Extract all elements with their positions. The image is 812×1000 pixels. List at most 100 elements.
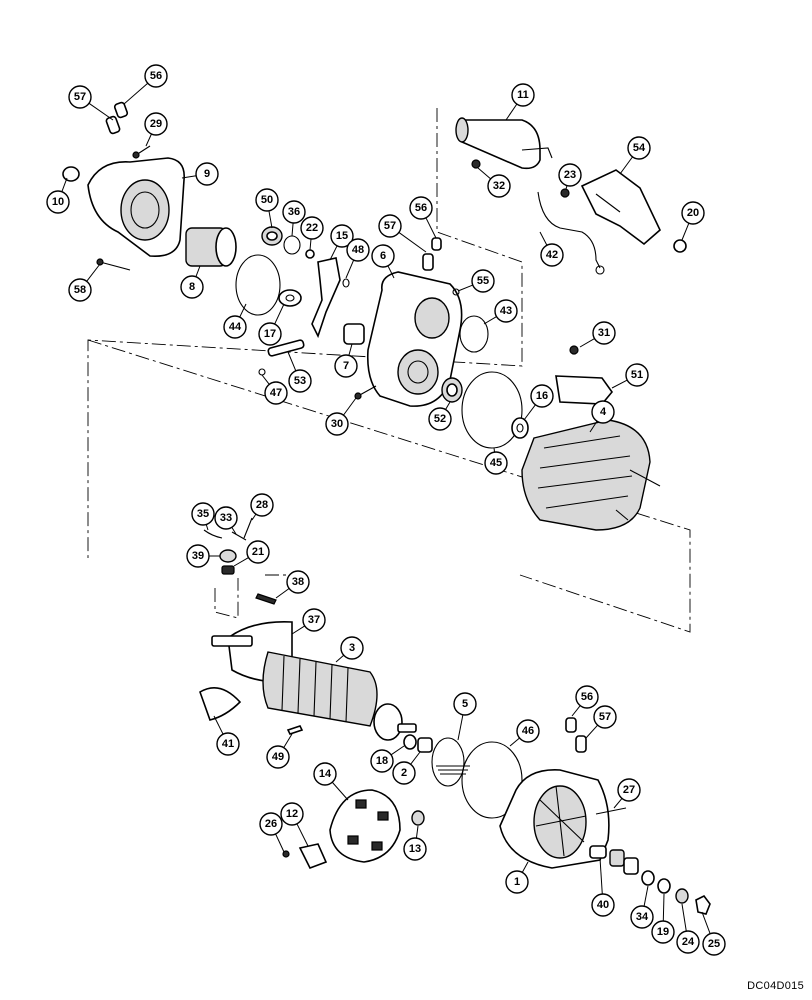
callout-circle-25 (702, 932, 726, 956)
brush-holder-14-brush-a (355, 799, 367, 809)
intermediate-housing-bore-lower-inner (407, 360, 429, 384)
callout-leader-30 (343, 397, 357, 416)
callout-label-39: 39 (192, 550, 204, 562)
drive-pinion-8-face (215, 227, 237, 267)
callout-leader-56 (123, 82, 149, 105)
callout-leader-56 (571, 705, 581, 717)
callout-label-1: 1 (514, 876, 520, 888)
callout-leader-31 (579, 338, 595, 348)
cable-42-part (537, 191, 601, 269)
screw-29-head (132, 151, 140, 159)
callout-circle-10 (46, 190, 70, 214)
armature-3-slots (281, 655, 349, 723)
clip-22-part (305, 249, 315, 259)
callout-label-54: 54 (633, 142, 646, 154)
callout-leader-47 (261, 374, 270, 385)
callout-leader-4 (589, 420, 598, 433)
callout-label-20: 20 (687, 207, 699, 219)
callout-label-57: 57 (599, 711, 611, 723)
cover-54-detail (595, 193, 621, 213)
callout-leader-40 (599, 857, 603, 895)
washer-19-part (657, 878, 671, 894)
callout-label-10: 10 (52, 196, 64, 208)
callout-leader-36 (291, 222, 294, 237)
screw-32-part (471, 159, 481, 169)
oring-46-part (461, 741, 523, 819)
plug-10-part (62, 166, 80, 182)
callout-label-6: 6 (380, 250, 386, 262)
callout-circle-52 (428, 407, 452, 431)
group-outline-diagonal (87, 339, 691, 633)
nut-13-part (411, 810, 425, 826)
callout-leader-12 (296, 823, 309, 847)
callout-leader-34 (643, 885, 649, 907)
callout-circle-27 (617, 778, 641, 802)
callout-circle-56 (144, 64, 168, 88)
brake-5-spring (436, 765, 470, 775)
callout-leader-28 (251, 513, 257, 521)
bearing-52-bore (446, 383, 458, 397)
nut-20-part (673, 239, 687, 253)
oring-45-part (461, 371, 523, 449)
callout-label-45: 45 (490, 457, 502, 469)
callout-circle-58 (68, 278, 92, 302)
callout-circle-36 (282, 200, 306, 224)
callout-label-46: 46 (522, 725, 534, 737)
solenoid-11-end (455, 117, 469, 143)
callout-label-13: 13 (409, 843, 421, 855)
screw-31-part (569, 345, 579, 355)
callout-label-29: 29 (150, 118, 162, 130)
callout-label-40: 40 (597, 899, 609, 911)
bearing-50-bore (266, 231, 278, 241)
callout-circle-41 (216, 732, 240, 756)
callout-circle-35 (191, 502, 215, 526)
nut-25-part (695, 894, 711, 915)
callout-leader-13 (415, 825, 419, 839)
callout-label-33: 33 (220, 512, 232, 524)
callout-label-27: 27 (623, 784, 635, 796)
spring-33-part (231, 531, 247, 541)
armature-3-shaft-left (211, 635, 253, 647)
callout-label-22: 22 (306, 222, 318, 234)
solenoid-11-part (457, 119, 541, 170)
screw-58-part (99, 261, 131, 271)
callout-circle-4 (591, 400, 615, 424)
callout-circle-2 (392, 761, 416, 785)
callout-label-44: 44 (229, 321, 242, 333)
callout-circle-39 (186, 544, 210, 568)
group-outlines (87, 108, 691, 633)
callout-circle-8 (180, 275, 204, 299)
callout-leader-19 (662, 893, 665, 922)
pin-56-lower-part (565, 717, 577, 733)
field-frame-4-leads (615, 469, 661, 521)
key-38-part (255, 593, 277, 605)
callout-leader-7 (348, 343, 353, 356)
callout-label-5: 5 (462, 698, 468, 710)
callout-leader-49 (283, 733, 293, 748)
bushing-57-upper-part (422, 253, 434, 271)
bushing-7-part (343, 323, 365, 345)
callout-leader-1 (521, 861, 529, 873)
field-frame-4-windings (537, 435, 633, 509)
callout-label-58: 58 (74, 284, 86, 296)
clip-55-part (452, 288, 460, 296)
callout-label-57: 57 (384, 220, 396, 232)
callout-label-36: 36 (288, 206, 300, 218)
callout-circle-5 (453, 692, 477, 716)
callout-circle-15 (330, 224, 354, 248)
drawing-code: DC04D015 (747, 980, 804, 992)
callout-label-49: 49 (272, 751, 284, 763)
callout-label-56: 56 (581, 691, 593, 703)
callout-label-43: 43 (500, 305, 512, 317)
callout-circle-49 (266, 745, 290, 769)
callout-label-8: 8 (189, 281, 195, 293)
callout-leader-41 (213, 715, 224, 735)
callout-leader-3 (335, 654, 345, 663)
group-outline-upper (87, 108, 523, 558)
brush-21-part (221, 565, 235, 575)
callout-circle-22 (300, 216, 324, 240)
callout-label-2: 2 (401, 767, 407, 779)
callout-label-48: 48 (352, 244, 364, 256)
callout-circle-20 (681, 201, 705, 225)
